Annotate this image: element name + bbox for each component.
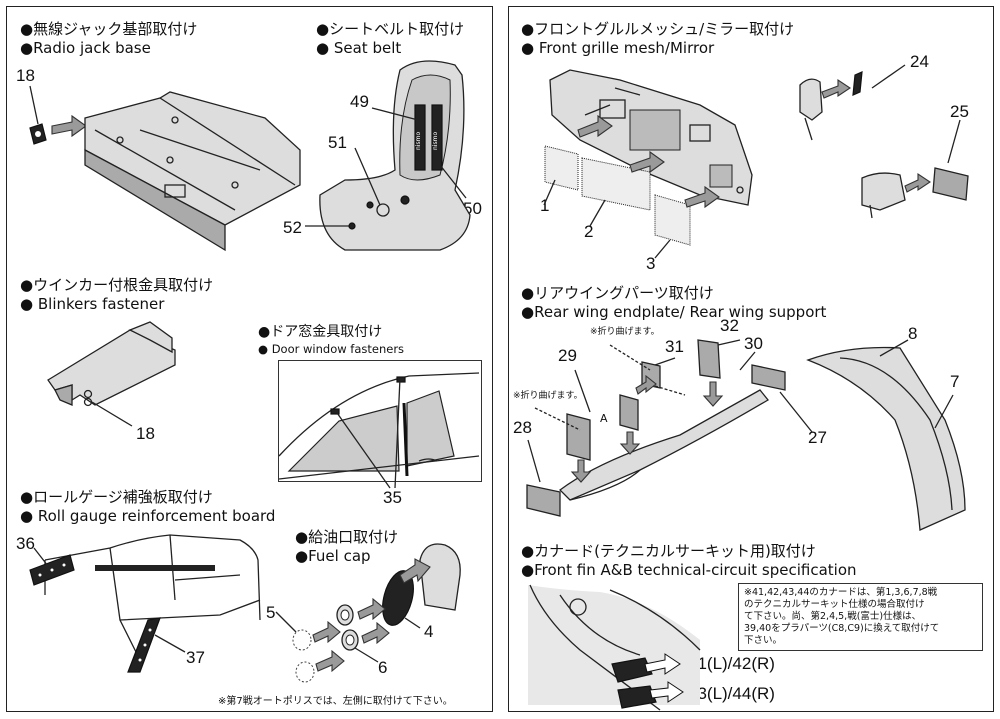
- part-number-3: 3: [646, 254, 656, 273]
- part-number-18: 18: [16, 66, 35, 85]
- front-grille-title-jp: ●フロントグルルメッシュ/ミラー取付け: [521, 20, 795, 38]
- rear-wing-title-en: ●Rear wing endplate/ Rear wing support: [521, 303, 827, 321]
- door-window-inset: [278, 360, 482, 482]
- part-number-43-44: 43(L)/44(R): [688, 684, 775, 703]
- canard-title-en: ●Front fin A&B technical-circuit specifi…: [521, 561, 857, 579]
- seat-belt-title-en: ● Seat belt: [316, 39, 402, 57]
- roll-gauge-title-en: ● Roll gauge reinforcement board: [20, 507, 276, 525]
- door-window-title-jp: ●ドア窓金具取付け: [258, 324, 383, 340]
- part-number-29: 29: [558, 346, 577, 365]
- part-number-24: 24: [910, 52, 929, 71]
- part-number-49: 49: [350, 92, 369, 111]
- part-number-8: 8: [908, 324, 918, 343]
- fuel-cap-title-en: ●Fuel cap: [295, 547, 371, 565]
- blinkers-title-jp: ●ウインカー付根金具取付け: [20, 276, 214, 294]
- fold-note-lower: ※折り曲げます。: [513, 391, 583, 401]
- part-number-4: 4: [424, 622, 434, 641]
- front-grille-title-en: ● Front grille mesh/Mirror: [521, 39, 715, 57]
- radio-jack-title-jp: ●無線ジャック基部取付け: [20, 20, 198, 38]
- rear-wing-title-jp: ●リアウイングパーツ取付け: [521, 284, 714, 302]
- part-number-35: 35: [383, 488, 402, 507]
- canard-note-line-5: 下さい。: [744, 635, 783, 646]
- door-window-title-en: ● Door window fasteners: [258, 342, 405, 356]
- front-grille-header: ●フロントグルルメッシュ/ミラー取付け ● Front grille mesh/…: [521, 20, 794, 58]
- rear-wing-header: ●リアウイングパーツ取付け ●Rear wing endplate/ Rear …: [521, 284, 826, 322]
- part-number-52: 52: [283, 218, 302, 237]
- canard-header: ●カナード(テクニカルサーキット用)取付け ●Front fin A&B tec…: [521, 542, 857, 580]
- radio-jack-title-en: ●Radio jack base: [20, 39, 151, 57]
- canard-note-line-3: て下さい。尚、第2,4,5,戦(富士)仕様は、: [744, 611, 922, 622]
- canard-title-jp: ●カナード(テクニカルサーキット用)取付け: [521, 542, 816, 560]
- canard-note-line-1: ※41,42,43,44のカナードは、第1,3,6,7,8戦: [744, 587, 938, 598]
- part-number-51: 51: [328, 133, 347, 152]
- part-number-25: 25: [950, 102, 969, 121]
- seat-belt-title-jp: ●シートベルト取付け: [316, 20, 465, 38]
- radio-jack-header: ●無線ジャック基部取付け ●Radio jack base: [20, 20, 197, 58]
- autopolis-note: ※第7戦オートポリスでは、左側に取付けて下さい。: [218, 696, 453, 707]
- seat-decal-text-right: nismo: [432, 132, 439, 150]
- blinkers-header: ●ウインカー付根金具取付け ● Blinkers fastener: [20, 276, 213, 314]
- roll-gauge-header: ●ロールゲージ補強板取付け ● Roll gauge reinforcement…: [20, 488, 275, 526]
- part-number-36: 36: [16, 534, 35, 553]
- seat-belt-header: ●シートベルト取付け ● Seat belt: [316, 20, 464, 58]
- part-number-37: 37: [186, 648, 205, 667]
- part-number-6: 6: [378, 658, 388, 677]
- part-number-41-42: 41(L)/42(R): [688, 654, 775, 673]
- blinkers-title-en: ● Blinkers fastener: [20, 295, 165, 313]
- part-number-28: 28: [513, 418, 532, 437]
- fold-note-upper: ※折り曲げます。: [590, 327, 660, 337]
- door-window-header: ●ドア窓金具取付け ● Door window fasteners: [258, 324, 404, 358]
- part-number-32: 32: [720, 316, 739, 335]
- roll-gauge-title-jp: ●ロールゲージ補強板取付け: [20, 488, 213, 506]
- fuel-cap-header: ●給油口取付け ●Fuel cap: [295, 528, 398, 566]
- part-number-1: 1: [540, 196, 550, 215]
- part-number-30: 30: [744, 334, 763, 353]
- part-number-7: 7: [950, 372, 960, 391]
- canard-note-line-4: 39,40をプラパーツ(C8,C9)に換えて取付けて: [744, 623, 940, 634]
- fuel-cap-title-jp: ●給油口取付け: [295, 528, 399, 546]
- seat-decal-text-left: nismo: [415, 132, 422, 150]
- part-number-18-blinker: 18: [136, 424, 155, 443]
- canard-note-line-2: のテクニカルサーキット仕様の場合取付け: [744, 599, 925, 610]
- part-number-27: 27: [808, 428, 827, 447]
- marker-a: A: [600, 412, 608, 425]
- part-number-5: 5: [266, 603, 276, 622]
- canard-note-box: ※41,42,43,44のカナードは、第1,3,6,7,8戦 のテクニカルサーキ…: [738, 583, 983, 651]
- part-number-2: 2: [584, 222, 594, 241]
- part-number-31: 31: [665, 337, 684, 356]
